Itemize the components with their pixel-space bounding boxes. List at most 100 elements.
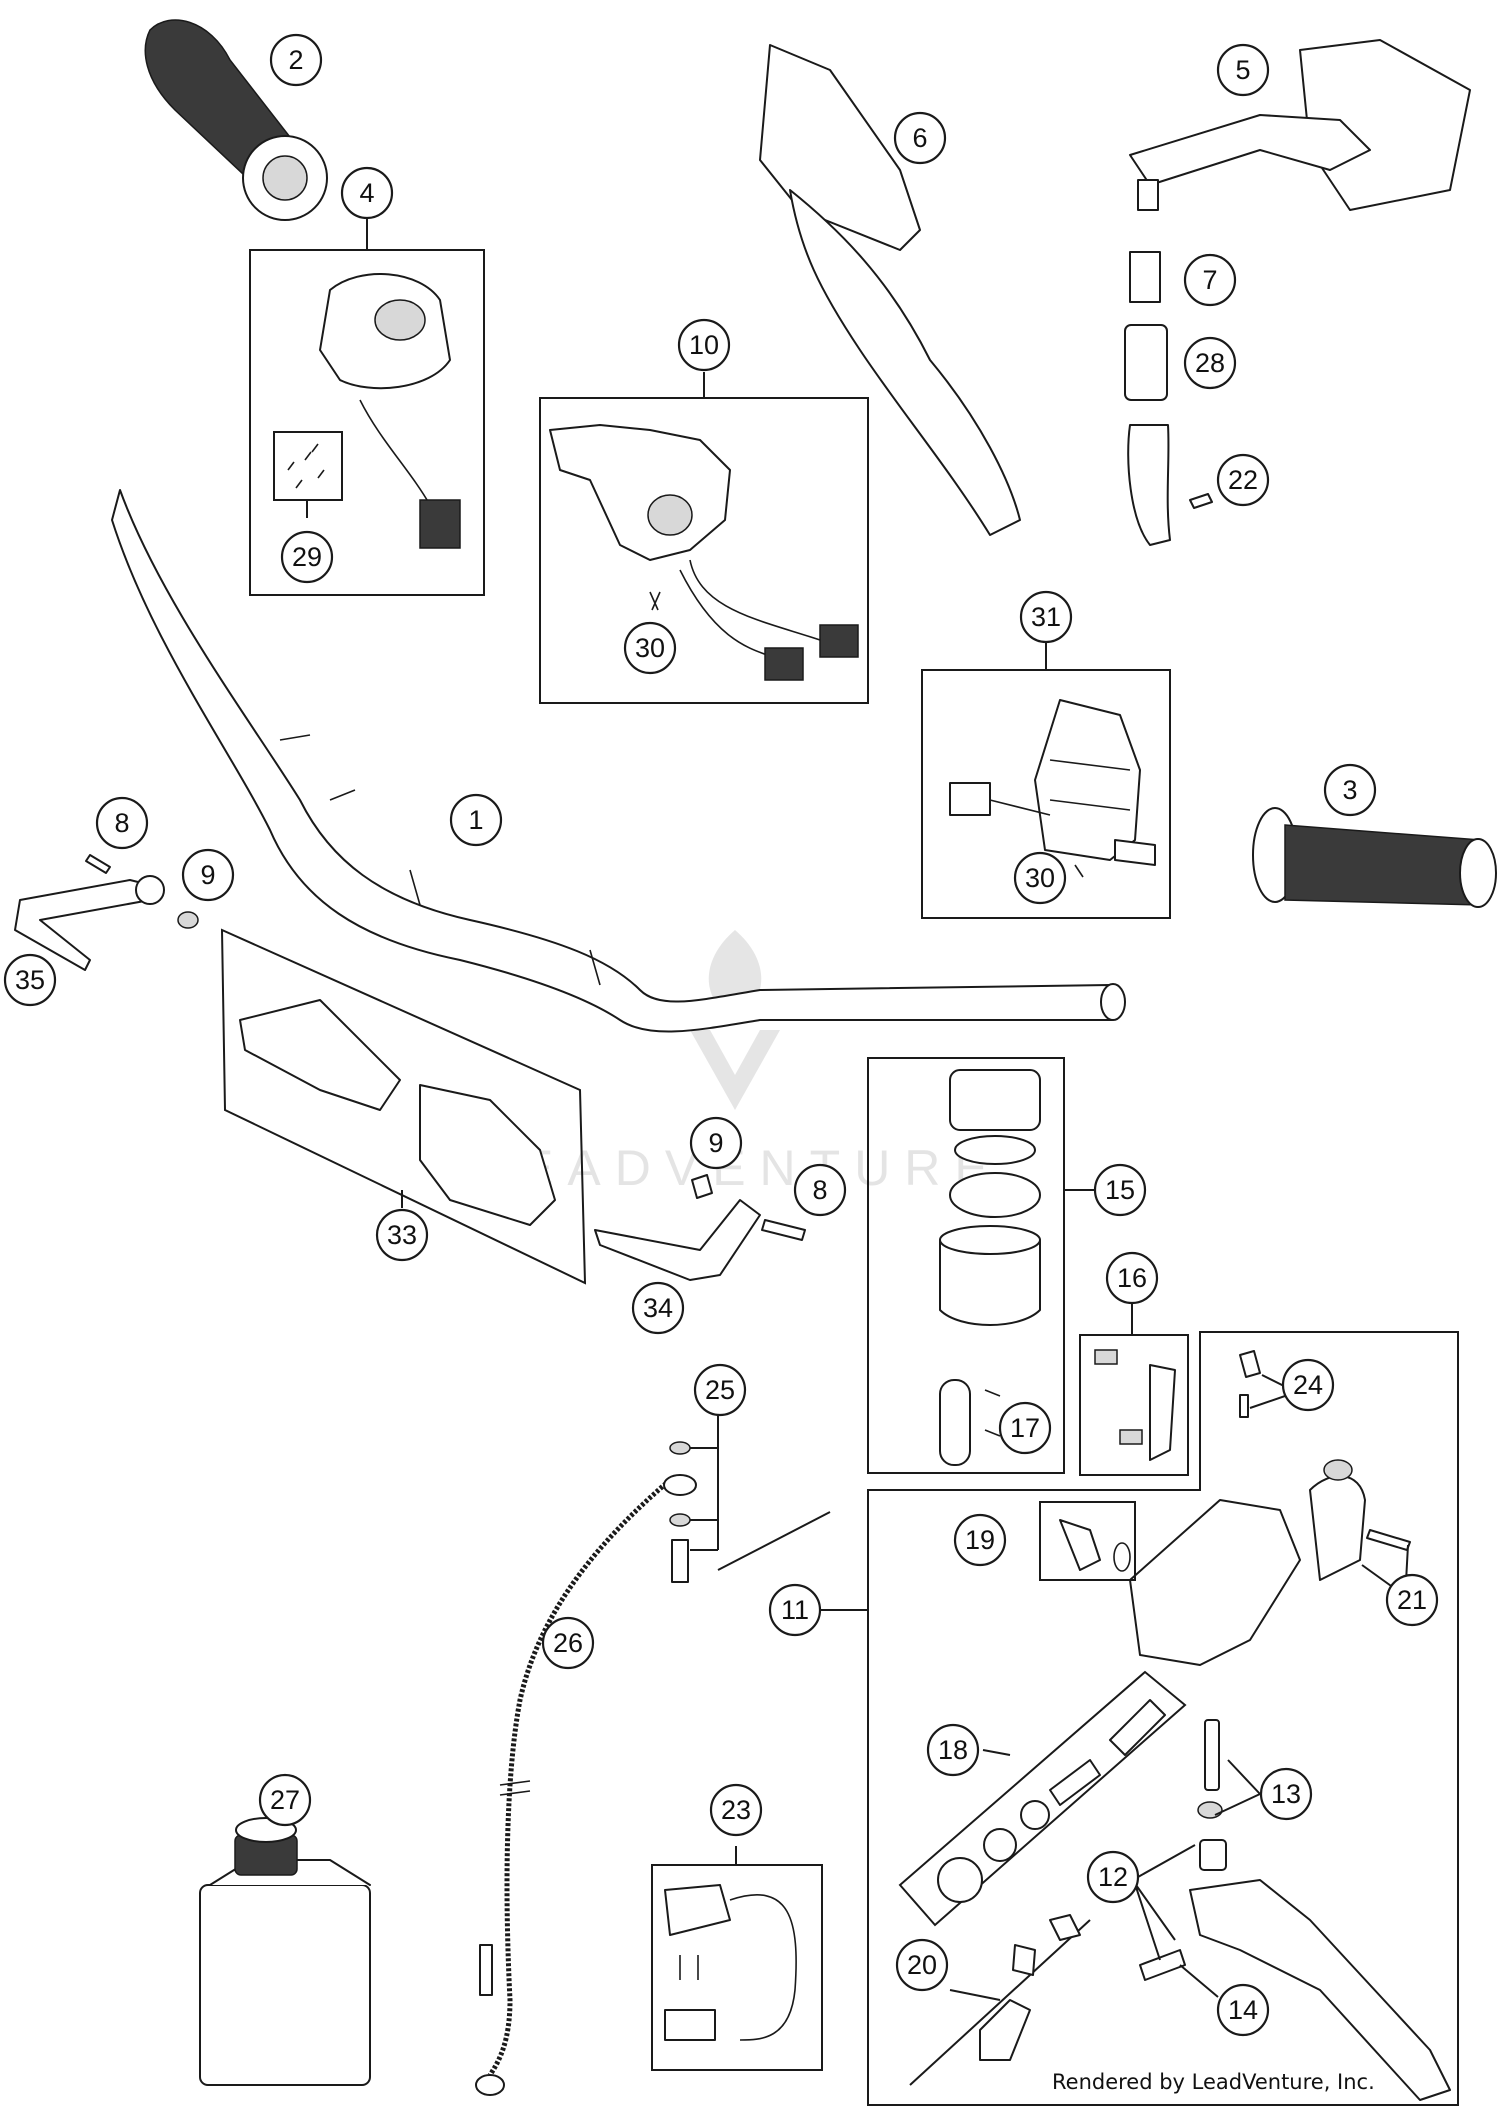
callout-label: 8 [114, 808, 129, 838]
handguard-box-33 [220, 928, 587, 1285]
bracket-box-16 [1079, 1334, 1189, 1476]
callout-10: 10 [677, 318, 731, 372]
callout-16: 16 [1105, 1251, 1159, 1305]
callout-label: 2 [288, 45, 303, 75]
callout-label: 29 [292, 542, 322, 572]
callout-22: 22 [1216, 453, 1270, 507]
callout-4: 4 [340, 166, 394, 220]
mirror-left [759, 44, 1021, 536]
callout-27: 27 [258, 1773, 312, 1827]
callout-18: 18 [926, 1723, 980, 1777]
bracket [1094, 1349, 1176, 1461]
callout-label: 34 [643, 1293, 673, 1323]
callout-14: 14 [1216, 1983, 1270, 2037]
kit-line-20 [909, 1919, 1091, 2086]
piston-kit [937, 1699, 1166, 1903]
callout-25: 25 [693, 1363, 747, 1417]
callout-label: 11 [781, 1595, 809, 1625]
brake-hose [475, 1441, 697, 2096]
callout-label: 33 [387, 1220, 417, 1250]
callout-26: 26 [541, 1616, 595, 1670]
callout-label: 26 [553, 1628, 583, 1658]
callout-label: 28 [1195, 348, 1225, 378]
callout-label: 18 [938, 1735, 968, 1765]
brake-light-switch [664, 1884, 797, 2041]
adapter-nut [1129, 251, 1161, 303]
callout-label: 15 [1105, 1175, 1135, 1205]
clutch-switch [949, 699, 1156, 878]
lever-guard-left [14, 854, 199, 971]
callout-label: 31 [1031, 602, 1061, 632]
callout-6: 6 [893, 111, 947, 165]
mirror-right [1129, 39, 1471, 211]
right-switch [549, 424, 859, 681]
callout-label: 6 [912, 123, 927, 153]
callout-9a: 9 [181, 848, 235, 902]
seal-box-19 [1039, 1501, 1136, 1581]
callout-19: 19 [953, 1513, 1007, 1567]
callout-7: 7 [1183, 253, 1237, 307]
screw-box-29 [273, 431, 343, 501]
callout-label: 4 [359, 178, 374, 208]
brake-fluid-bottle [199, 1817, 371, 2086]
callout-label: 17 [1010, 1413, 1040, 1443]
leader-lines [306, 218, 1409, 2001]
clamp [1127, 424, 1171, 546]
callout-3: 3 [1323, 763, 1377, 817]
callout-9b: 9 [689, 1116, 743, 1170]
callout-2: 2 [269, 33, 323, 87]
callout-label: 27 [270, 1785, 300, 1815]
callout-label: 3 [1342, 775, 1357, 805]
callout-label: 9 [708, 1128, 723, 1158]
callout-label: 16 [1117, 1263, 1147, 1293]
callout-label: 22 [1228, 465, 1258, 495]
callout-33: 33 [375, 1208, 429, 1262]
handguards [239, 999, 556, 1226]
brake-lever [1139, 1719, 1451, 2101]
handlebar [111, 489, 1126, 1033]
callout-label: 30 [635, 633, 665, 663]
callout-8a: 8 [95, 796, 149, 850]
callout-21: 21 [1385, 1573, 1439, 1627]
callout-17: 17 [998, 1401, 1052, 1455]
adjuster-kit [979, 1914, 1081, 2061]
callout-34: 34 [631, 1281, 685, 1335]
callout-label: 23 [721, 1795, 751, 1825]
callout-35: 35 [3, 953, 57, 1007]
right-grip [1252, 807, 1497, 908]
piston-kit-box-18 [898, 1670, 1187, 1927]
callout-label: 8 [812, 1175, 827, 1205]
callout-label: 5 [1235, 55, 1250, 85]
lever-guard-right [594, 1174, 806, 1281]
left-grip [144, 19, 328, 221]
callout-label: 25 [705, 1375, 735, 1405]
callout-label: 7 [1202, 265, 1217, 295]
callout-8b: 8 [793, 1163, 847, 1217]
callout-23: 23 [709, 1783, 763, 1837]
callout-30b: 30 [1013, 851, 1067, 905]
callout-label: 30 [1025, 863, 1055, 893]
callout-label: 21 [1397, 1585, 1427, 1615]
adapter-sleeve [1124, 324, 1168, 401]
callout-20: 20 [895, 1938, 949, 1992]
callout-label: 9 [200, 860, 215, 890]
reservoir-box-15 [867, 1057, 1065, 1474]
callout-label: 13 [1271, 1779, 1301, 1809]
callout-24: 24 [1281, 1358, 1335, 1412]
callout-label: 1 [468, 805, 483, 835]
callout-label: 35 [15, 965, 45, 995]
callout-label: 12 [1098, 1862, 1128, 1892]
callout-label: 10 [689, 330, 719, 360]
callout-29: 29 [280, 530, 334, 584]
brake-reservoir [939, 1069, 1041, 1466]
callout-31: 31 [1019, 590, 1073, 644]
callout-label: 20 [907, 1950, 937, 1980]
callout-11: 11 [768, 1583, 822, 1637]
callout-30a: 30 [623, 621, 677, 675]
callout-1: 1 [449, 793, 503, 847]
callout-label: 24 [1293, 1370, 1323, 1400]
left-switch [319, 273, 461, 549]
callout-13: 13 [1259, 1767, 1313, 1821]
master-cylinder-box-11 [867, 1331, 1459, 2106]
